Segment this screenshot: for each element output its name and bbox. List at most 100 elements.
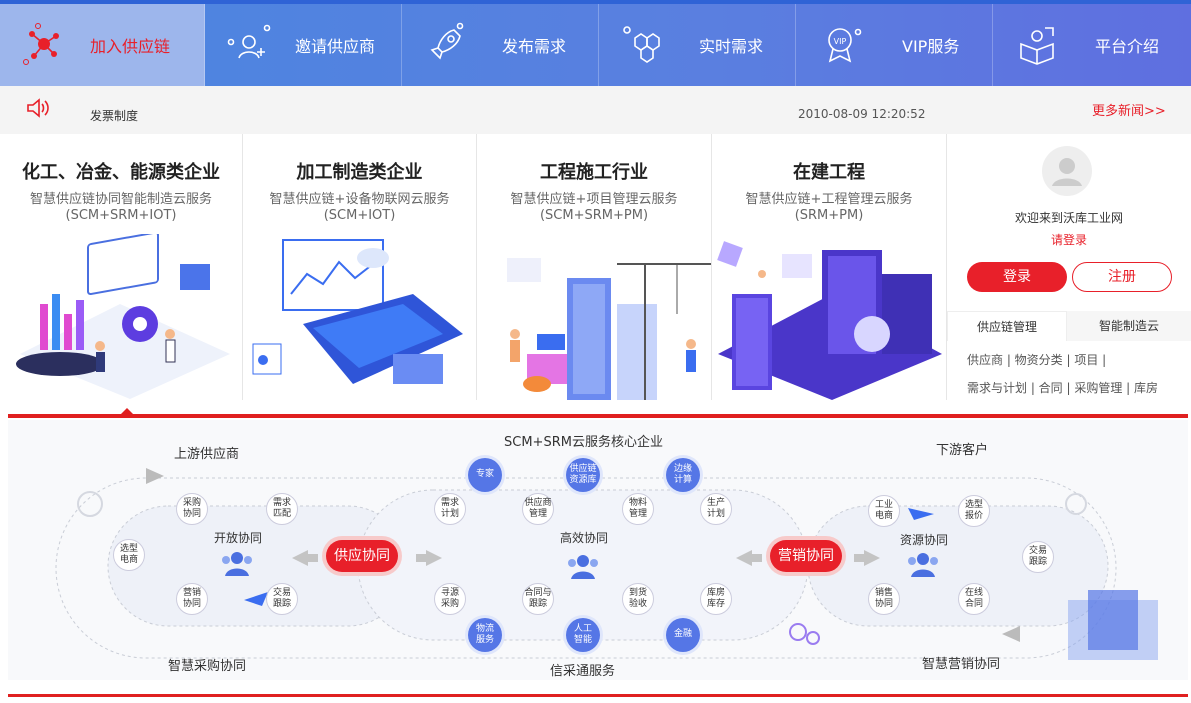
tab-supply-chain[interactable]: 供应链管理 — [947, 311, 1067, 341]
chemical-illustration — [0, 234, 242, 400]
people-group-icon — [222, 552, 252, 576]
top-nav: 加入供应链 邀请供应商 发布需求 实时需求 VIP — [0, 0, 1191, 86]
node-warehouse-inventory[interactable]: 库房库存 — [700, 583, 732, 615]
node-online-contract[interactable]: 在线合同 — [958, 583, 990, 615]
news-ticker: 发票制度 2010-08-09 12:20:52 更多新闻>> — [0, 86, 1191, 134]
card-subtitle: 智慧供应链协同智能制造云服务 — [29, 192, 212, 207]
nav-publish-demand[interactable]: 发布需求 — [402, 4, 599, 86]
node-selection-quote[interactable]: 选型报价 — [958, 495, 990, 527]
card-subtitle-2: (SRM+PM) — [794, 208, 864, 223]
login-button[interactable]: 登录 — [967, 262, 1067, 292]
card-subtitle: 智慧供应链+设备物联网云服务 — [269, 192, 450, 207]
node-material-mgmt[interactable]: 物料管理 — [622, 493, 654, 525]
node-delivery-inspection[interactable]: 到货验收 — [622, 583, 654, 615]
supply-collab-pill[interactable]: 供应协同 — [326, 540, 398, 572]
node-supplier-mgmt[interactable]: 供应商管理 — [522, 493, 554, 525]
people-group-icon — [908, 553, 938, 577]
user-avatar-icon — [1052, 158, 1082, 186]
active-card-pointer — [119, 408, 135, 416]
upstream-label: 上游供应商 — [174, 447, 240, 462]
card-subtitle: 智慧供应链+工程管理云服务 — [745, 192, 913, 207]
nav-platform-intro[interactable]: 平台介绍 — [993, 4, 1191, 86]
industry-card-in-progress[interactable]: 在建工程 智慧供应链+工程管理云服务 (SRM+PM) — [712, 134, 947, 400]
node-marketing-collab[interactable]: 营销协同 — [176, 583, 208, 615]
welcome-text: 欢迎来到沃库工业网 — [1014, 211, 1123, 225]
hub-open-collab: 开放协同 — [214, 531, 263, 545]
nav-label: 发布需求 — [502, 37, 567, 56]
service-tabs: 供应链管理 智能制造云 — [947, 311, 1191, 341]
network-icon — [23, 23, 59, 65]
please-login-link[interactable]: 请登录 — [1050, 233, 1087, 247]
card-title: 化工、冶金、能源类企业 — [22, 162, 220, 183]
module-links-row-2[interactable]: 需求与计划 | 合同 | 采购管理 | 库房 — [967, 381, 1159, 395]
node-production-plan[interactable]: 生产计划 — [700, 493, 732, 525]
nav-label: VIP服务 — [902, 37, 960, 56]
people-group-icon — [568, 555, 598, 579]
construction-illustration — [477, 234, 711, 400]
tab-smart-manufacturing[interactable]: 智能制造云 — [1067, 311, 1191, 341]
node-industrial-ecommerce[interactable]: 工业电商 — [868, 495, 900, 527]
bubble-experts[interactable]: 专家 — [468, 458, 502, 492]
industry-card-construction[interactable]: 工程施工行业 智慧供应链+项目管理云服务 (SCM+SRM+PM) — [477, 134, 712, 400]
industry-card-manufacturing[interactable]: 加工制造类企业 智慧供应链+设备物联网云服务 (SCM+IOT) — [243, 134, 477, 400]
node-transaction-tracking[interactable]: 交易跟踪 — [266, 583, 298, 615]
supply-chain-diagram: SCM+SRM云服务核心企业 上游供应商 下游客户 智慧采购协同 信采通服务 智… — [8, 420, 1188, 680]
news-headline[interactable]: 发票制度 — [90, 109, 139, 123]
node-contract-tracking[interactable]: 合同与跟踪 — [522, 583, 554, 615]
node-selection-ecommerce[interactable]: 选型电商 — [113, 539, 145, 571]
industry-card-chemical[interactable]: 化工、冶金、能源类企业 智慧供应链协同智能制造云服务 (SCM+SRM+IOT) — [0, 134, 243, 400]
diagram-title: SCM+SRM云服务核心企业 — [504, 435, 663, 450]
card-title: 工程施工行业 — [540, 162, 648, 183]
node-procurement-collab[interactable]: 采购协同 — [176, 493, 208, 525]
nav-vip-service[interactable]: VIP VIP服务 — [796, 4, 993, 86]
bubble-edge-computing[interactable]: 边缘计算 — [666, 458, 700, 492]
vip-badge-icon: VIP — [828, 28, 862, 63]
bubble-logistics[interactable]: 物流服务 — [468, 618, 502, 652]
node-deal-tracking[interactable]: 交易跟踪 — [1022, 541, 1054, 573]
hub-efficient-collab: 高效协同 — [560, 531, 609, 545]
node-demand-plan[interactable]: 需求计划 — [434, 493, 466, 525]
card-subtitle-2: (SCM+IOT) — [323, 208, 396, 223]
card-title: 加工制造类企业 — [296, 162, 423, 183]
node-sales-collab[interactable]: 销售协同 — [868, 583, 900, 615]
card-subtitle: 智慧供应链+项目管理云服务 — [510, 192, 678, 207]
section-divider — [8, 414, 1188, 418]
module-links-row-1[interactable]: 供应商 | 物资分类 | 项目 | — [967, 353, 1107, 367]
xincaitong-label: 信采通服务 — [550, 664, 616, 679]
bubble-ai[interactable]: 人工智能 — [566, 618, 600, 652]
node-demand-matching[interactable]: 需求匹配 — [266, 493, 298, 525]
nav-invite-supplier[interactable]: 邀请供应商 — [205, 4, 402, 86]
module-links: 供应商 | 物资分类 | 项目 | 需求与计划 | 合同 | 采购管理 | 库房 — [967, 346, 1191, 402]
bottom-divider — [8, 694, 1188, 697]
card-subtitle-2: (SCM+SRM+IOT) — [65, 208, 177, 223]
card-subtitle-2: (SCM+SRM+PM) — [539, 208, 649, 223]
book-icon — [1020, 27, 1054, 65]
bubble-finance[interactable]: 金融 — [666, 618, 700, 652]
marketing-collab-pill[interactable]: 营销协同 — [770, 540, 842, 572]
svg-text:VIP: VIP — [834, 37, 847, 46]
nav-label: 邀请供应商 — [295, 37, 376, 56]
card-title: 在建工程 — [793, 162, 865, 183]
bubble-supply-resource-lib[interactable]: 供应链资源库 — [566, 458, 600, 492]
news-date: 2010-08-09 12:20:52 — [798, 107, 926, 121]
invite-user-icon — [227, 24, 271, 59]
nav-join-supply-chain[interactable]: 加入供应链 — [0, 4, 205, 86]
avatar — [1042, 146, 1092, 196]
hexagon-icon — [623, 26, 660, 63]
login-panel: 欢迎来到沃库工业网 请登录 登录 注册 供应链管理 智能制造云 供应商 | 物资… — [947, 134, 1191, 400]
nav-realtime-demand[interactable]: 实时需求 — [599, 4, 796, 86]
rocket-icon — [430, 22, 464, 60]
downstream-label: 下游客户 — [936, 443, 989, 458]
nav-label: 实时需求 — [699, 37, 764, 56]
more-news-link[interactable]: 更多新闻>> — [1092, 104, 1166, 119]
register-button[interactable]: 注册 — [1072, 262, 1172, 292]
speaker-icon — [27, 98, 49, 118]
nav-label: 平台介绍 — [1095, 37, 1160, 56]
smart-procurement-label: 智慧采购协同 — [168, 659, 247, 674]
smart-marketing-label: 智慧营销协同 — [922, 657, 1001, 672]
manufacturing-illustration — [243, 234, 476, 400]
project-illustration — [712, 234, 946, 400]
hub-resource-collab: 资源协同 — [900, 533, 949, 547]
node-sourcing[interactable]: 寻源采购 — [434, 583, 466, 615]
nav-label: 加入供应链 — [90, 37, 171, 56]
